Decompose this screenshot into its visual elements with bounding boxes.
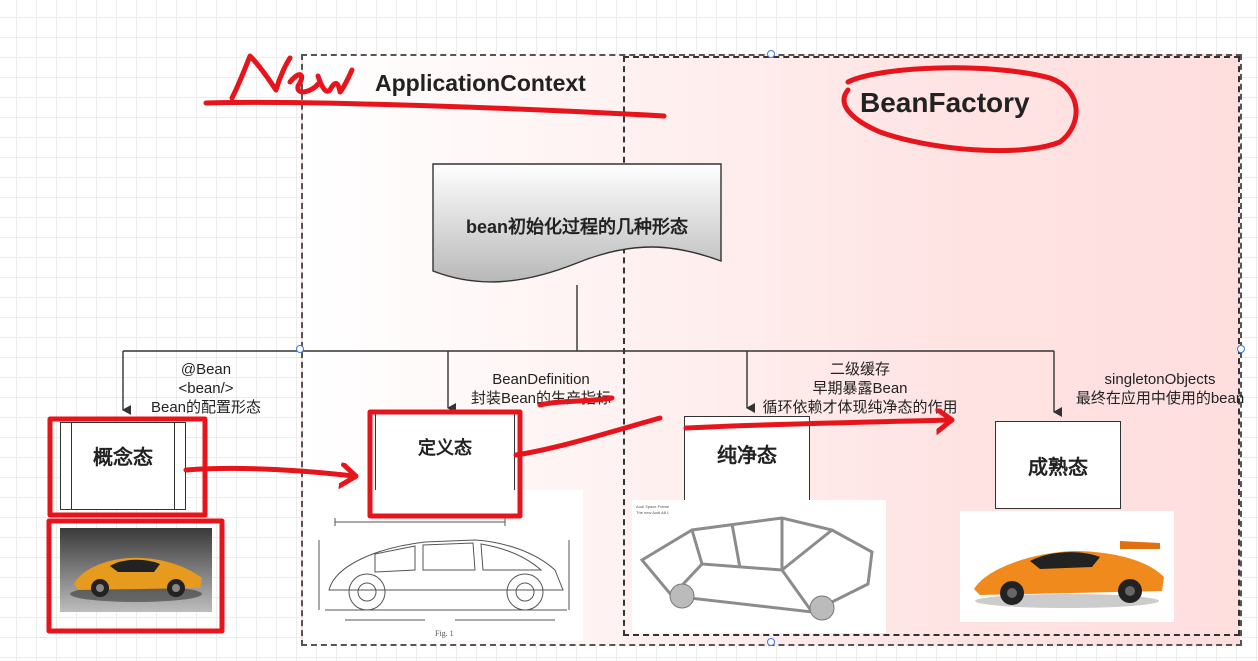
edge-label-concept: @Bean <bean/> Bean的配置形态 bbox=[126, 360, 286, 417]
label-final-bean: 最终在应用中使用的bean bbox=[1075, 390, 1245, 407]
document-shape bbox=[432, 163, 722, 283]
edge-label-definition: BeanDefinition 封装Bean的生产指标 bbox=[456, 370, 626, 408]
root-label: bean初始化过程的几种形态 bbox=[465, 217, 688, 237]
label-xml-bean: <bean/> bbox=[178, 380, 234, 397]
definition-state-label: 定义态 bbox=[418, 438, 472, 458]
svg-text:Audi Space Frame: Audi Space Frame bbox=[636, 504, 670, 509]
resize-handle-left[interactable] bbox=[296, 345, 304, 353]
label-second-level-cache: 二级缓存 bbox=[829, 361, 890, 378]
concept-state-node[interactable]: 概念态 bbox=[60, 422, 186, 510]
definition-patent-image: Fig. 1 bbox=[305, 490, 583, 641]
patent-drawing-icon: Fig. 1 bbox=[318, 518, 570, 638]
node-inner-line bbox=[174, 423, 175, 509]
label-early-exposure: 早期暴露Bean bbox=[812, 380, 908, 397]
label-production-spec: 封装Bean的生产指标 bbox=[470, 390, 612, 407]
concept-state-label: 概念态 bbox=[93, 446, 153, 469]
mature-supercar-image bbox=[960, 511, 1174, 622]
mature-state-node[interactable]: 成熟态 bbox=[995, 421, 1121, 509]
concept-car-image bbox=[60, 528, 212, 612]
supercar-icon bbox=[974, 541, 1164, 608]
svg-text:The new Audi A8 L: The new Audi A8 L bbox=[636, 510, 670, 515]
edge-label-pure: 二级缓存 早期暴露Bean 循环依赖才体现纯净态的作用 bbox=[745, 360, 975, 417]
label-singleton-objects: singletonObjects bbox=[1104, 371, 1216, 388]
car-frame-icon: Audi Space Frame The new Audi A8 L bbox=[636, 504, 874, 621]
pure-frame-image: Audi Space Frame The new Audi A8 L bbox=[632, 500, 886, 633]
label-bean-definition: BeanDefinition bbox=[492, 371, 590, 388]
node-inner-line bbox=[71, 423, 72, 509]
pure-state-node[interactable]: 纯净态 bbox=[684, 416, 810, 504]
svg-text:Fig. 1: Fig. 1 bbox=[435, 629, 454, 638]
label-circular-dependency: 循环依赖才体现纯净态的作用 bbox=[762, 399, 958, 416]
edge-label-mature: singletonObjects 最终在应用中使用的bean bbox=[1062, 370, 1258, 408]
sports-car-icon bbox=[70, 557, 202, 602]
label-annotation-bean: @Bean bbox=[180, 361, 232, 378]
application-context-title: ApplicationContext bbox=[375, 70, 586, 96]
resize-handle-right[interactable] bbox=[1237, 345, 1245, 353]
root-node[interactable]: bean初始化过程的几种形态 bbox=[432, 163, 722, 289]
resize-handle-top[interactable] bbox=[767, 50, 775, 58]
pure-state-label: 纯净态 bbox=[717, 444, 777, 467]
resize-handle-bottom[interactable] bbox=[767, 638, 775, 646]
mature-state-label: 成熟态 bbox=[1028, 456, 1088, 479]
label-config-form: Bean的配置形态 bbox=[150, 399, 262, 416]
